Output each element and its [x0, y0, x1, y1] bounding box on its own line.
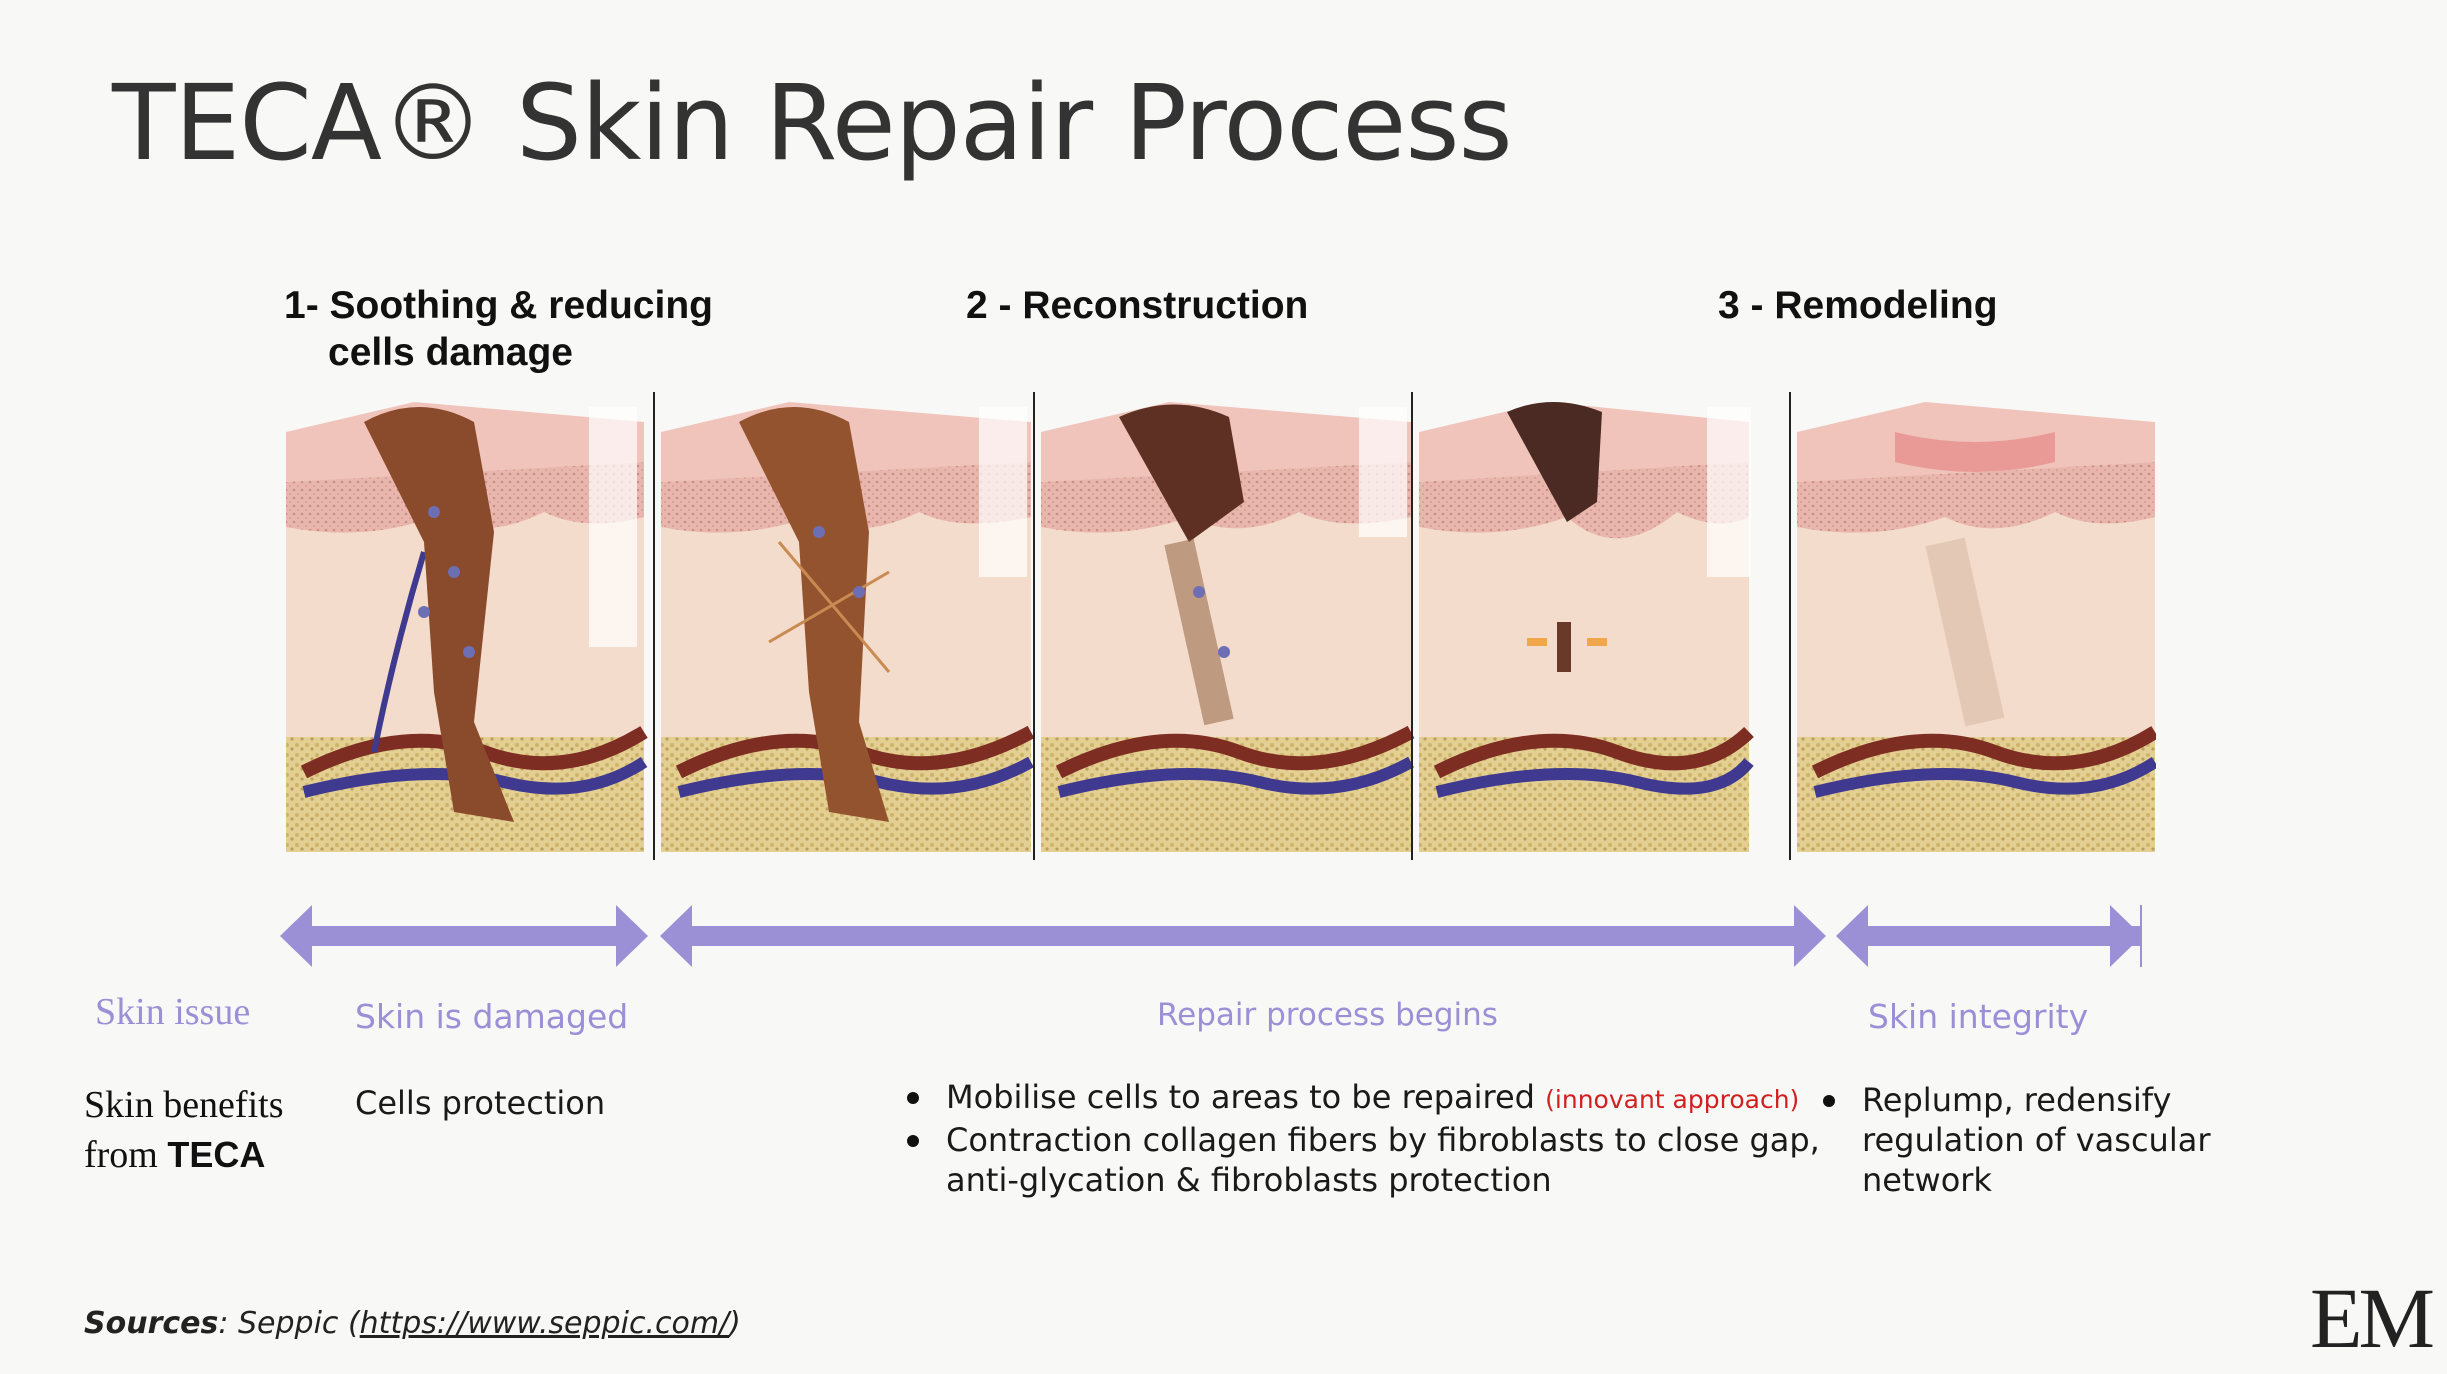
skin-panel-2	[661, 402, 1035, 852]
arrow-phase-3	[1836, 905, 2142, 967]
sources-label: Sources	[84, 1306, 219, 1341]
benefits-stage-2-list: Mobilise cells to areas to be repaired (…	[904, 1077, 1824, 1200]
skin-issue-label: Skin issue	[95, 991, 251, 1033]
skin-illustration-strip	[286, 392, 2156, 860]
issue-stage-2: Repair process begins	[1157, 997, 1498, 1033]
benefits-label-line1: Skin benefits	[84, 1084, 284, 1126]
stage-1-heading: 1- Soothing & reducing cells damage	[284, 282, 713, 376]
benefit-stage-1: Cells protection	[355, 1084, 606, 1122]
stage-1-line2: cells damage	[328, 331, 573, 374]
skin-panel-1	[286, 402, 648, 852]
page-title: TECA® Skin Repair Process	[112, 62, 1513, 184]
issue-stage-1: Skin is damaged	[355, 997, 629, 1036]
benefit-mobilise-text: Mobilise cells to areas to be repaired	[946, 1078, 1546, 1116]
sources-link[interactable]: https://www.seppic.com/	[359, 1306, 730, 1341]
list-item: Mobilise cells to areas to be repaired (…	[904, 1077, 1824, 1120]
sources-footnote: Sources: Seppic (https://www.seppic.com/…	[84, 1306, 741, 1341]
benefit-note: (innovant approach)	[1545, 1085, 1800, 1114]
benefits-label-teca: TECA	[167, 1134, 266, 1175]
skin-panel-5	[1797, 402, 2156, 852]
stage-3-heading: 3 - Remodeling	[1718, 284, 1998, 327]
sources-close: )	[729, 1306, 741, 1341]
benefits-label-line2: from TECA	[84, 1130, 283, 1180]
arrow-phase-1	[280, 905, 648, 967]
arrow-phase-2	[660, 905, 1826, 967]
sources-text: : Seppic (	[218, 1306, 360, 1341]
skin-panel-4	[1419, 402, 1754, 852]
list-item: Contraction collagen fibers by fibroblas…	[904, 1120, 1824, 1200]
em-logo: EM	[2310, 1270, 2435, 1366]
stage-2-heading: 2 - Reconstruction	[966, 284, 1309, 327]
phase-arrows	[280, 905, 2142, 967]
benefits-label-prefix: from	[84, 1134, 168, 1176]
issue-stage-3: Skin integrity	[1868, 997, 2089, 1036]
skin-benefits-label: Skin benefits from TECA	[84, 1080, 283, 1180]
benefits-stage-3-list: Replump, redensify regulation of vascula…	[1820, 1080, 2220, 1200]
stage-1-line1: 1- Soothing & reducing	[284, 284, 713, 327]
list-item: Replump, redensify regulation of vascula…	[1820, 1080, 2220, 1200]
skin-panel-3	[1041, 402, 1415, 852]
